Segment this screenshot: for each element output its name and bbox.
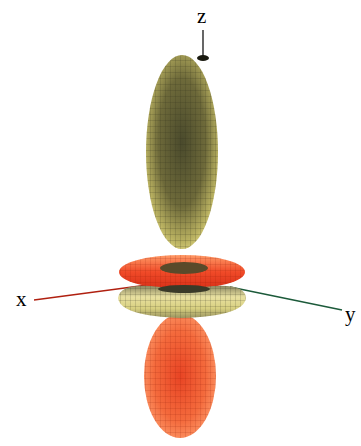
axis-label: z [197,6,206,27]
axis-label: x [16,289,27,310]
axis-label: y [345,304,356,325]
